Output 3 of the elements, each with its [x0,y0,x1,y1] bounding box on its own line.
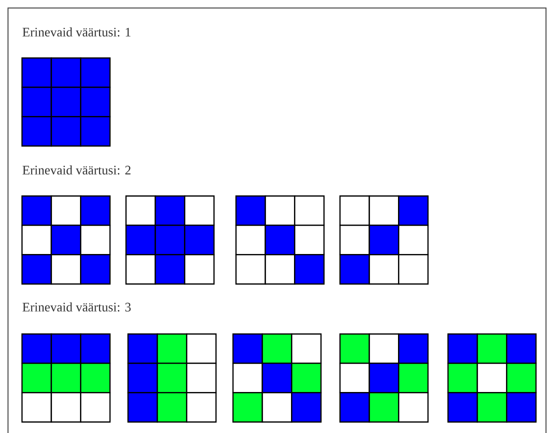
heading-text: Erinevaid väärtusi: 2 [22,165,130,175]
heading-text: Erinevaid väärtusi: 1 [22,27,130,37]
heading-text: Erinevaid väärtusi: 3 [22,302,131,312]
